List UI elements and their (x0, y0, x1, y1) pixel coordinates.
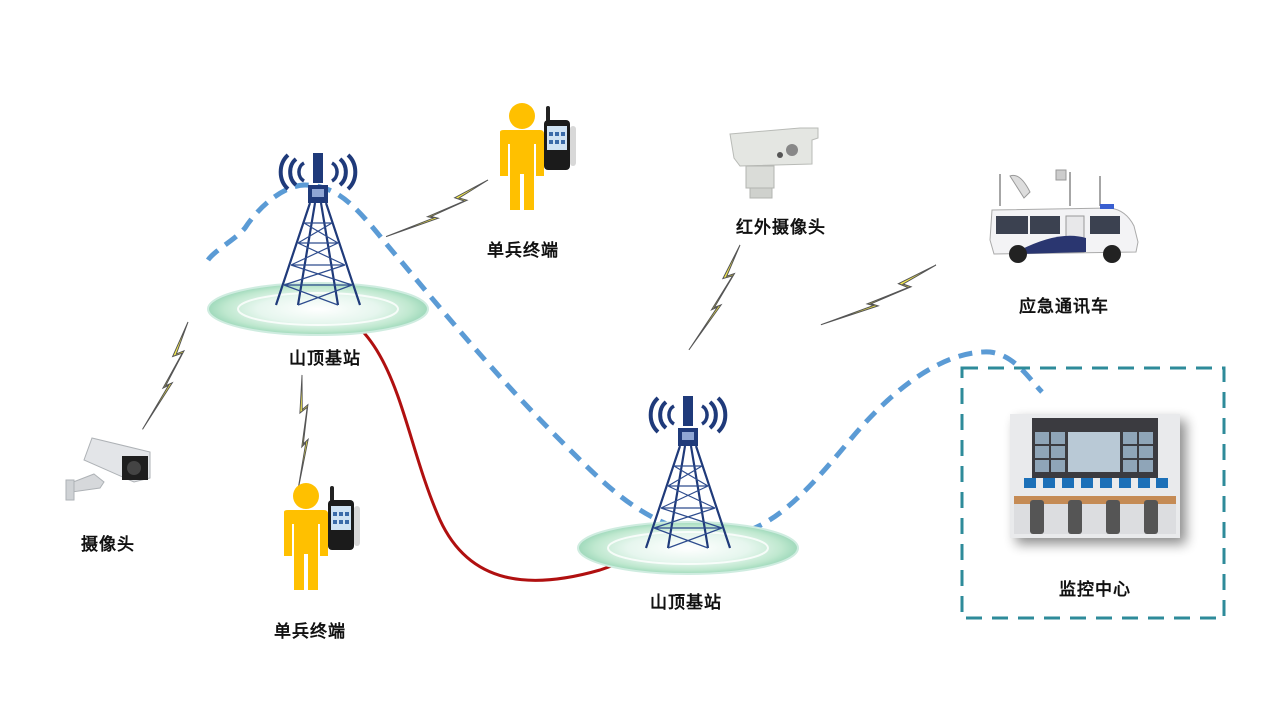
ir-camera-icon (729, 127, 819, 167)
label-camera: 摄像头 (81, 535, 135, 555)
radio-icon (328, 486, 360, 550)
handheld-terminal-top[interactable] (500, 103, 576, 210)
lightning-icon (385, 149, 489, 268)
base-disc (577, 521, 799, 575)
wireless-link-ir-camera (679, 244, 750, 351)
wireless-path (205, 182, 1044, 539)
infrared-camera[interactable] (729, 127, 819, 199)
base-station-1[interactable] (207, 151, 429, 336)
monitor-center-frame (960, 366, 1226, 620)
person-icon (284, 483, 328, 590)
label-base-station-2: 山顶基站 (650, 593, 722, 613)
lightning-icon (820, 230, 937, 360)
label-terminal-bottom: 单兵终端 (274, 622, 346, 642)
label-monitor-center: 监控中心 (1059, 580, 1131, 600)
label-base-station-1: 山顶基站 (289, 349, 361, 369)
lightning-icon (252, 374, 347, 494)
base-station-2[interactable] (577, 394, 799, 575)
base-disc (207, 282, 429, 336)
wireless-link-vehicle (820, 230, 937, 360)
person-icon (500, 103, 544, 210)
wireless-link-camera (128, 321, 203, 430)
label-vehicle: 应急通讯车 (1019, 297, 1109, 317)
lightning-icon (679, 244, 750, 351)
handheld-terminal-bottom[interactable] (284, 483, 360, 590)
emergency-comm-vehicle[interactable] (989, 169, 1139, 263)
lightning-icon (128, 321, 203, 430)
wireless-link-terminal-bottom (252, 374, 347, 494)
wireless-link-terminal-top (385, 149, 489, 268)
label-terminal-top: 单兵终端 (487, 241, 559, 261)
radio-icon (544, 106, 576, 170)
cctv-camera[interactable] (65, 437, 151, 501)
monitoring-center[interactable] (1010, 414, 1180, 538)
label-ir-camera: 红外摄像头 (736, 218, 826, 238)
